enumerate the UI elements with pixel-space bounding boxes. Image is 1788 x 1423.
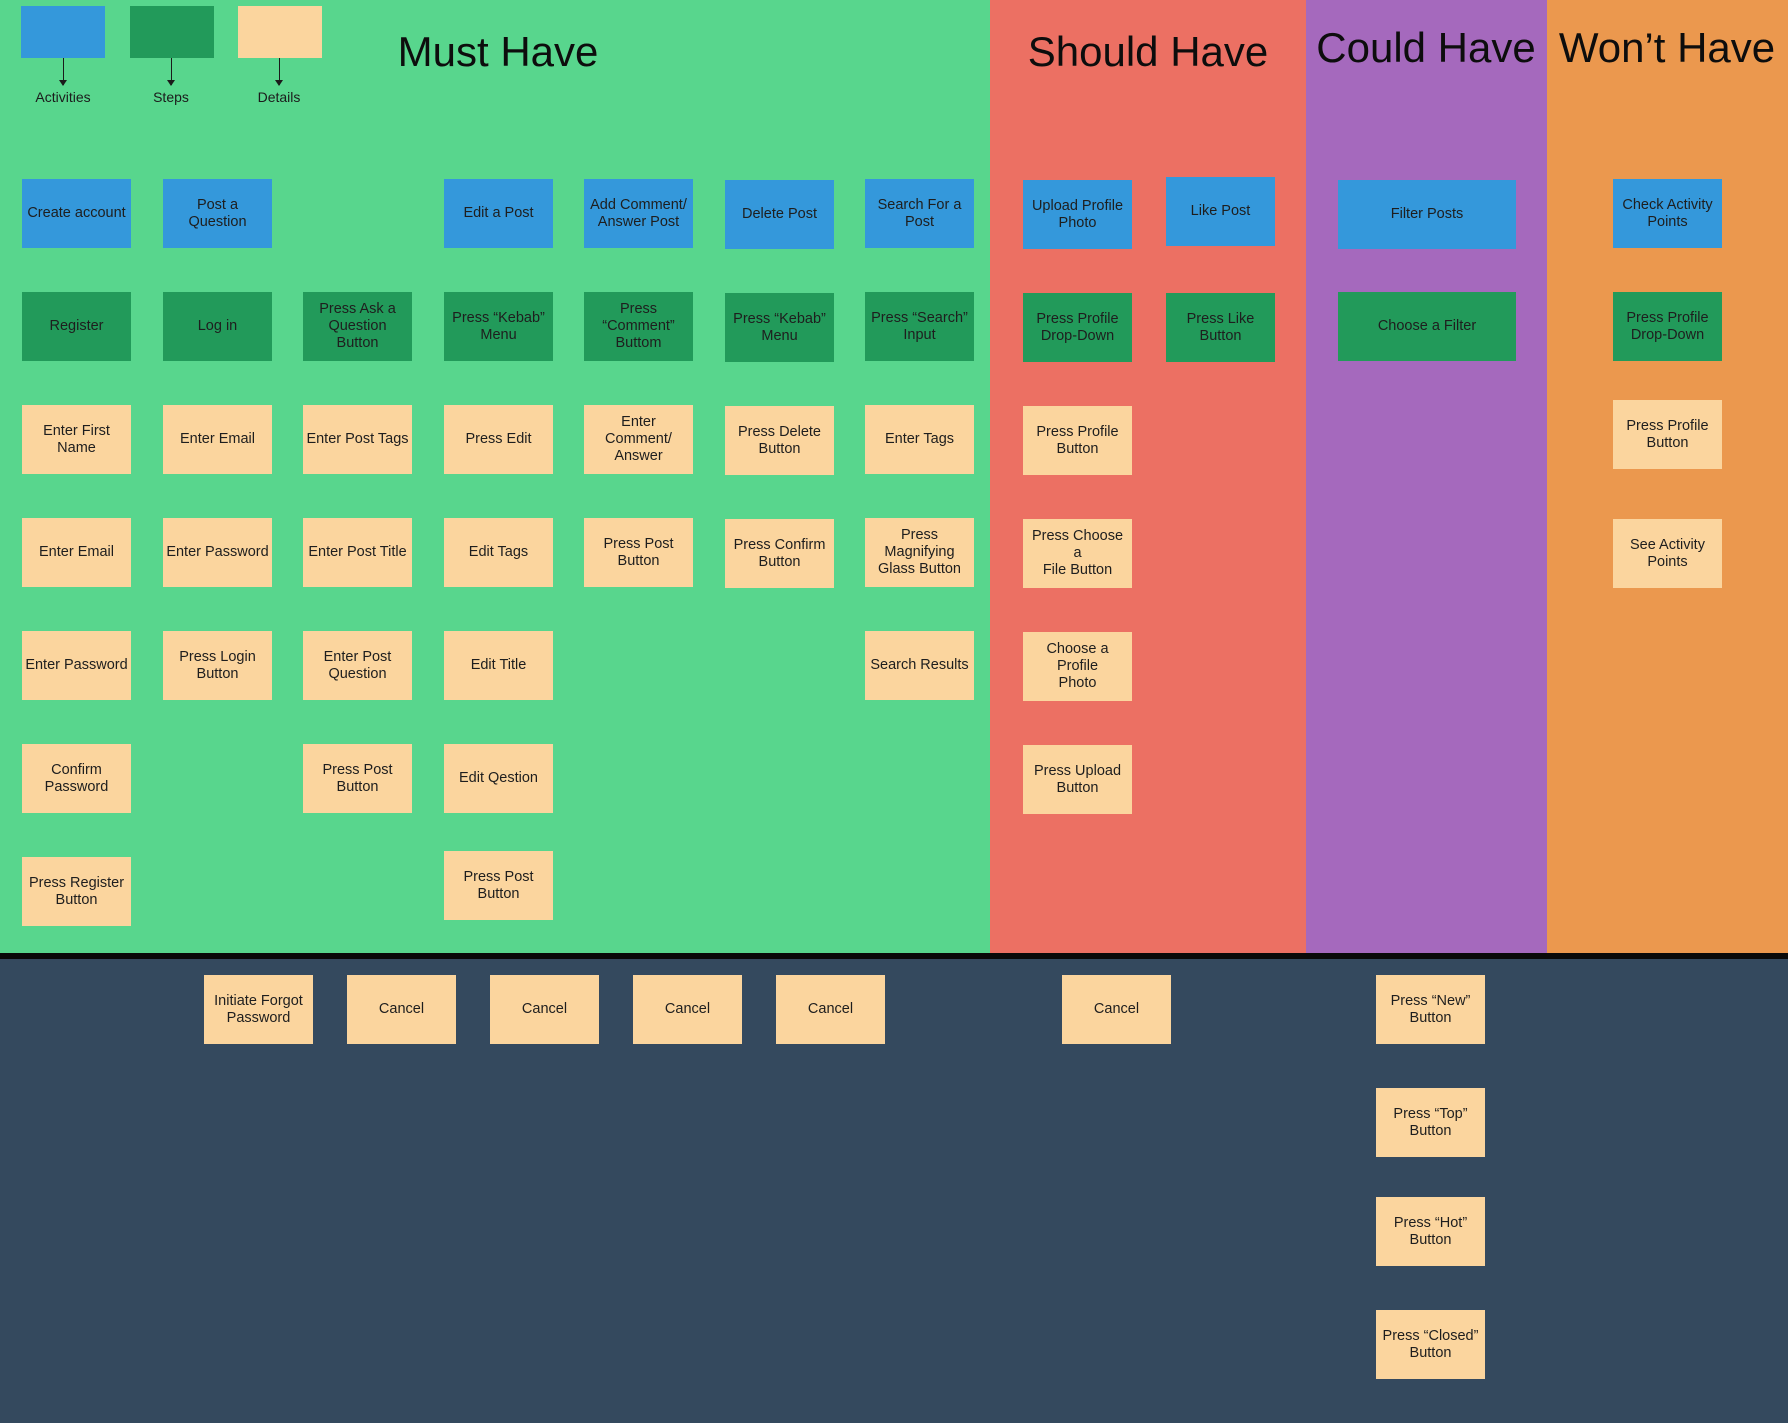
detail-press-login[interactable]: Press Login Button bbox=[163, 631, 272, 700]
detail-enter-tags[interactable]: Enter Tags bbox=[865, 405, 974, 474]
could-have-zone bbox=[1306, 0, 1547, 953]
wont-have-title: Won’t Have bbox=[1558, 24, 1776, 71]
detail-press-confirm[interactable]: Press Confirm Button bbox=[725, 519, 834, 588]
legend-detail-swatch bbox=[238, 6, 322, 58]
step-press-kebab-delete[interactable]: Press “Kebab” Menu bbox=[725, 293, 834, 362]
legend-activities-label: Activities bbox=[35, 89, 91, 105]
detail-wont-press-profile[interactable]: Press Profile Button bbox=[1613, 400, 1722, 469]
detail-enter-post-title[interactable]: Enter Post Title bbox=[303, 518, 412, 587]
wont-have-zone bbox=[1547, 0, 1788, 953]
release-divider bbox=[0, 953, 1788, 959]
activity-add-comment[interactable]: Add Comment/ Answer Post bbox=[584, 179, 693, 248]
detail-search-results[interactable]: Search Results bbox=[865, 631, 974, 700]
backlog-cancel-1[interactable]: Cancel bbox=[347, 975, 456, 1044]
step-press-like[interactable]: Press Like Button bbox=[1166, 293, 1275, 362]
legend-activity-swatch bbox=[21, 6, 105, 58]
backlog-press-new[interactable]: Press “New” Button bbox=[1376, 975, 1485, 1044]
detail-press-post-comment[interactable]: Press Post Button bbox=[584, 518, 693, 587]
activity-like-post[interactable]: Like Post bbox=[1166, 177, 1275, 246]
detail-enter-comment[interactable]: Enter Comment/ Answer bbox=[584, 405, 693, 474]
backlog-cancel-5[interactable]: Cancel bbox=[1062, 975, 1171, 1044]
legend-step-swatch bbox=[130, 6, 214, 58]
activity-delete-post[interactable]: Delete Post bbox=[725, 180, 834, 249]
detail-press-magnifying-glass[interactable]: Press Magnifying Glass Button bbox=[865, 518, 974, 587]
must-have-title: Must Have bbox=[397, 28, 599, 75]
detail-enter-post-question[interactable]: Enter Post Question bbox=[303, 631, 412, 700]
detail-press-upload[interactable]: Press Upload Button bbox=[1023, 745, 1132, 814]
legend-details-label: Details bbox=[257, 89, 301, 105]
detail-login-enter-password[interactable]: Enter Password bbox=[163, 518, 272, 587]
step-press-ask[interactable]: Press Ask a Question Button bbox=[303, 292, 412, 361]
activity-edit-post[interactable]: Edit a Post bbox=[444, 179, 553, 248]
detail-press-post-question[interactable]: Press Post Button bbox=[303, 744, 412, 813]
detail-press-choose-file[interactable]: Press Choose a File Button bbox=[1023, 519, 1132, 588]
activity-filter-posts[interactable]: Filter Posts bbox=[1338, 180, 1516, 249]
step-press-search[interactable]: Press “Search” Input bbox=[865, 292, 974, 361]
detail-see-activity-points[interactable]: See Activity Points bbox=[1613, 519, 1722, 588]
activity-post-question[interactable]: Post a Question bbox=[163, 179, 272, 248]
backlog-cancel-3[interactable]: Cancel bbox=[633, 975, 742, 1044]
step-press-comment[interactable]: Press “Comment” Buttom bbox=[584, 292, 693, 361]
detail-edit-title[interactable]: Edit Title bbox=[444, 631, 553, 700]
could-have-title: Could Have bbox=[1316, 24, 1536, 71]
detail-press-profile-button[interactable]: Press Profile Button bbox=[1023, 406, 1132, 475]
backlog-press-hot[interactable]: Press “Hot” Button bbox=[1376, 1197, 1485, 1266]
detail-press-post-edit[interactable]: Press Post Button bbox=[444, 851, 553, 920]
backlog-cancel-4[interactable]: Cancel bbox=[776, 975, 885, 1044]
step-press-profile-dropdown-wont[interactable]: Press Profile Drop-Down bbox=[1613, 292, 1722, 361]
step-register[interactable]: Register bbox=[22, 292, 131, 361]
legend-step-arrow bbox=[167, 58, 175, 86]
detail-press-edit[interactable]: Press Edit bbox=[444, 405, 553, 474]
step-log-in[interactable]: Log in bbox=[163, 292, 272, 361]
activity-search-post[interactable]: Search For a Post bbox=[865, 179, 974, 248]
legend-activity-arrow bbox=[59, 58, 67, 86]
backlog-forgot-password[interactable]: Initiate Forgot Password bbox=[204, 975, 313, 1044]
detail-press-delete[interactable]: Press Delete Button bbox=[725, 406, 834, 475]
activity-upload-photo[interactable]: Upload Profile Photo bbox=[1023, 180, 1132, 249]
step-choose-filter[interactable]: Choose a Filter bbox=[1338, 292, 1516, 361]
detail-login-enter-email[interactable]: Enter Email bbox=[163, 405, 272, 474]
legend-steps-label: Steps bbox=[153, 89, 189, 105]
detail-confirm-password[interactable]: Confirm Password bbox=[22, 744, 131, 813]
detail-enter-email[interactable]: Enter Email bbox=[22, 518, 131, 587]
detail-edit-tags[interactable]: Edit Tags bbox=[444, 518, 553, 587]
step-press-profile-dropdown[interactable]: Press Profile Drop-Down bbox=[1023, 293, 1132, 362]
backlog-press-closed[interactable]: Press “Closed” Button bbox=[1376, 1310, 1485, 1379]
step-press-kebab-edit[interactable]: Press “Kebab” Menu bbox=[444, 292, 553, 361]
backlog-press-top[interactable]: Press “Top” Button bbox=[1376, 1088, 1485, 1157]
detail-enter-password[interactable]: Enter Password bbox=[22, 631, 131, 700]
detail-press-register[interactable]: Press Register Button bbox=[22, 857, 131, 926]
legend-detail-arrow bbox=[275, 58, 283, 86]
backlog-cancel-2[interactable]: Cancel bbox=[490, 975, 599, 1044]
activity-check-points[interactable]: Check Activity Points bbox=[1613, 179, 1722, 248]
detail-enter-post-tags[interactable]: Enter Post Tags bbox=[303, 405, 412, 474]
detail-enter-first-name[interactable]: Enter First Name bbox=[22, 405, 131, 474]
activity-create-account[interactable]: Create account bbox=[22, 179, 131, 248]
should-have-title: Should Have bbox=[1027, 28, 1269, 75]
detail-choose-profile-photo[interactable]: Choose a Profile Photo bbox=[1023, 632, 1132, 701]
detail-edit-question[interactable]: Edit Qestion bbox=[444, 744, 553, 813]
